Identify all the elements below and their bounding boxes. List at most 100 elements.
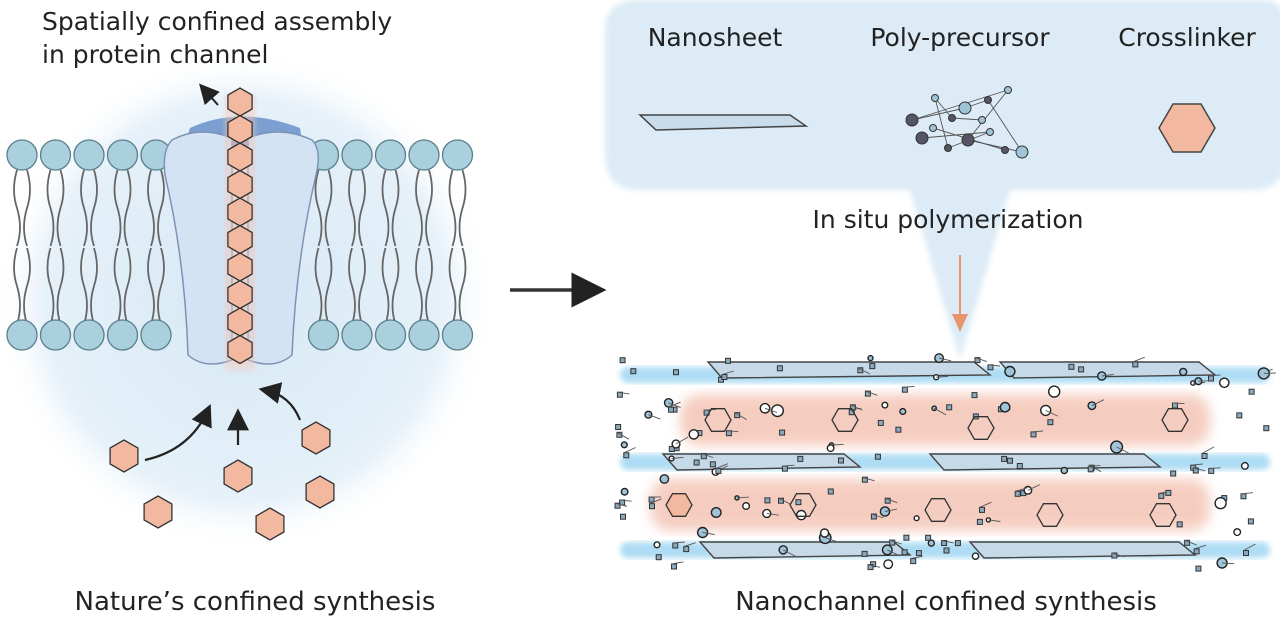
polymer-bond bbox=[726, 430, 739, 433]
entry-arrow-right bbox=[258, 382, 302, 421]
polymer-node bbox=[971, 392, 978, 399]
polymer-bond bbox=[668, 401, 681, 408]
polymer-node bbox=[630, 368, 637, 375]
free-crosslinker bbox=[305, 475, 335, 509]
polymer-node bbox=[620, 487, 629, 496]
polymer-bond bbox=[933, 407, 947, 416]
lipid-head bbox=[73, 139, 105, 171]
polymer-bond bbox=[1193, 544, 1207, 550]
polymer-node bbox=[1014, 490, 1021, 497]
polymer-node bbox=[1047, 385, 1061, 398]
lipid-tail-lower bbox=[415, 247, 433, 325]
polymer-bond bbox=[1088, 464, 1101, 468]
lipid-tail-upper bbox=[147, 169, 165, 247]
polymer-bond bbox=[1101, 373, 1114, 377]
polymer-bond bbox=[1111, 552, 1125, 558]
nanosheet bbox=[661, 453, 862, 471]
polymer-node bbox=[1001, 455, 1008, 462]
polymer-node bbox=[1176, 521, 1183, 528]
lipid-tail-upper bbox=[80, 169, 98, 247]
label-crosslinker: Crosslinker bbox=[1118, 23, 1256, 52]
lipid-tail-upper bbox=[381, 169, 400, 247]
polymer-node bbox=[901, 549, 908, 556]
polymer-node bbox=[796, 509, 807, 521]
polymer-bond bbox=[889, 539, 902, 545]
lipid-tail-lower bbox=[348, 247, 366, 325]
polymer-node bbox=[693, 459, 700, 466]
polymer-node bbox=[870, 513, 877, 520]
polymer-node bbox=[883, 559, 894, 570]
polymer-node bbox=[771, 404, 785, 418]
polymer-bond bbox=[910, 555, 923, 560]
precursor-node bbox=[986, 128, 994, 136]
chain-crosslinker bbox=[227, 142, 253, 172]
lipid-head bbox=[106, 319, 139, 351]
precursor-bond bbox=[934, 97, 953, 119]
lipid-head bbox=[408, 139, 440, 171]
polymer-layer bbox=[650, 479, 1210, 531]
polymer-bond bbox=[1030, 430, 1044, 433]
polymer-node bbox=[889, 539, 896, 546]
polymer-node bbox=[999, 401, 1011, 413]
polymer-bond bbox=[1190, 463, 1203, 466]
polymer-node bbox=[867, 354, 874, 362]
polymer-bond bbox=[987, 364, 1001, 367]
polymer-bond bbox=[649, 498, 662, 505]
polymer-bond bbox=[623, 447, 636, 454]
polymer-bond bbox=[884, 508, 898, 512]
polymer-bond bbox=[974, 357, 988, 363]
lipid-tail-lower bbox=[13, 247, 31, 325]
embedded-crosslinker bbox=[665, 493, 693, 517]
polymer-bond bbox=[857, 367, 871, 375]
polymer-bond bbox=[871, 513, 884, 519]
polymer-node bbox=[620, 441, 628, 449]
lipid-head bbox=[73, 319, 105, 351]
nanosheet bbox=[928, 453, 1162, 471]
polymer-bond bbox=[782, 464, 795, 467]
polymer-bond bbox=[1045, 409, 1058, 417]
polymer-node bbox=[672, 542, 679, 549]
chain-crosslinker bbox=[227, 252, 253, 282]
precursor-node bbox=[1015, 145, 1029, 159]
polymer-node bbox=[1165, 489, 1172, 496]
polymer-node bbox=[899, 407, 907, 416]
free-crosslinker bbox=[301, 421, 331, 455]
nanosheet bbox=[968, 541, 1197, 559]
polymer-node bbox=[1078, 366, 1085, 373]
polymer-node bbox=[867, 564, 874, 571]
embedded-crosslinker bbox=[789, 493, 817, 517]
polymer-node bbox=[671, 563, 677, 570]
polymer-bond bbox=[778, 497, 791, 505]
polymer-node bbox=[1240, 461, 1249, 470]
polymer-node bbox=[1030, 431, 1037, 438]
polymer-bond bbox=[616, 431, 630, 440]
lipid-head bbox=[106, 139, 139, 171]
polymer-node bbox=[895, 426, 902, 433]
polymer-node bbox=[884, 497, 891, 504]
polymer-bond bbox=[766, 512, 779, 516]
precursor-bond bbox=[951, 117, 983, 121]
polymer-node bbox=[1132, 361, 1139, 368]
polymer-node bbox=[779, 429, 786, 436]
polymer-bond bbox=[979, 501, 992, 508]
polymer-node bbox=[946, 404, 953, 411]
chain-crosslinker bbox=[227, 224, 253, 255]
lipid-head bbox=[140, 319, 172, 351]
lipid-tail-lower bbox=[381, 247, 400, 325]
polymer-node bbox=[1016, 463, 1023, 469]
nanosheet bbox=[706, 361, 992, 379]
polymer-bond bbox=[939, 357, 952, 362]
chain-crosslinker bbox=[227, 307, 253, 337]
polymer-node bbox=[827, 488, 834, 495]
precursor-node bbox=[1004, 86, 1012, 94]
embedded-crosslinker bbox=[924, 498, 952, 522]
polymer-node bbox=[1158, 492, 1165, 499]
embedded-crosslinker bbox=[1149, 503, 1177, 527]
polymer-node bbox=[1219, 377, 1230, 389]
polymer-bond bbox=[1193, 467, 1206, 472]
precursor-node bbox=[978, 116, 986, 124]
lipid-tail-lower bbox=[448, 247, 467, 325]
polymer-bond bbox=[1201, 446, 1215, 454]
precursor-node bbox=[948, 114, 956, 122]
polymer-node bbox=[659, 474, 670, 484]
